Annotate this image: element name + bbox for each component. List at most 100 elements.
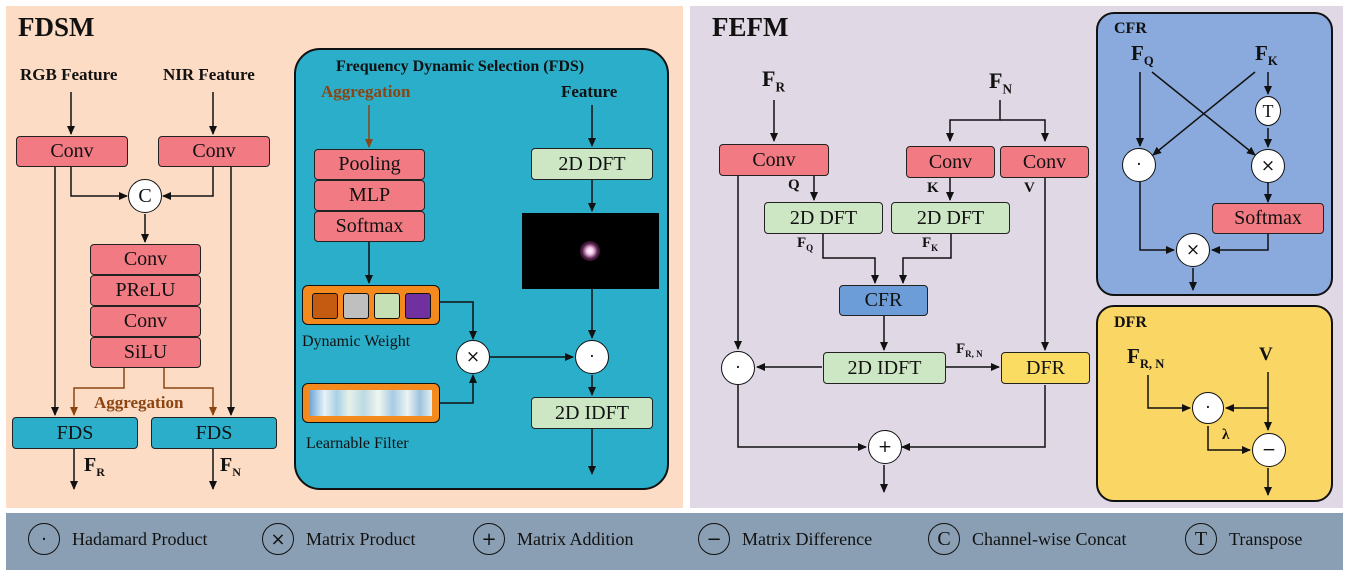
learnable-filter-box [302,383,440,423]
cfr-fk-sub: K [1267,54,1278,69]
cfr-fq-main: F [1131,41,1144,65]
q-label: Q [788,177,800,193]
legend-concat-label: Channel-wise Concat [972,528,1127,549]
fefm-hadamard-node: · [721,351,755,385]
fefm-fq-label: FQ [797,235,813,253]
fefm-cfr-block: CFR [839,285,928,316]
concat-node: C [128,179,162,213]
fefm-conv-v: Conv [1000,146,1089,178]
cfr-fq-sub: Q [1143,54,1154,69]
fefm-input-fn-sub: N [1002,81,1012,97]
frequency-spectrum-image [522,213,659,289]
fefm-frn-sub: R, N [965,349,983,359]
fefm-dft-q: 2D DFT [764,202,883,234]
fds-dft-block: 2D DFT [531,148,653,180]
dfr-frn-label: FR, N [1127,344,1164,372]
fefm-fk-label: FK [922,235,938,253]
fds-hadamard-node: · [575,340,609,374]
legend-hadamard: · Hadamard Product [28,523,207,555]
weight-cell-1 [312,293,338,319]
fdsm-output-fn-sub: N [232,465,241,479]
fefm-input-fr-sub: R [775,79,785,95]
mlp-block: MLP [314,180,425,211]
legend-matrix-addition-icon: + [473,523,505,555]
fdsm-output-fr-sub: R [96,465,105,479]
weight-cell-4 [405,293,431,319]
fds-aggregation-label: Aggregation [321,82,411,101]
legend-matrix-difference: − Matrix Difference [698,523,872,555]
fefm-title: FEFM [712,12,789,42]
legend-matrix-product-icon: × [262,523,294,555]
legend-matrix-addition-label: Matrix Addition [517,528,634,549]
fdsm-output-fr-main: F [84,454,97,476]
legend-matrix-product: × Matrix Product [262,523,416,555]
spectrum-glow [580,241,600,261]
legend-panel [6,513,1343,570]
fdsm-title: FDSM [18,12,95,42]
fefm-input-fn: FN [989,68,1012,97]
cfr-fq-label: FQ [1131,41,1154,69]
fefm-input-fr-main: F [762,66,776,91]
learnable-filter-image [310,390,432,416]
legend-concat: C Channel-wise Concat [928,523,1126,555]
dfr-lambda-label: λ [1222,427,1230,443]
fefm-fk-sub: K [931,243,939,253]
cfr-fk-label: FK [1255,41,1278,69]
dfr-frn-sub: R, N [1139,357,1165,372]
fusion-conv-block-1: Conv [90,244,201,275]
cfr-transpose-node: T [1255,96,1281,126]
cfr-softmax-block: Softmax [1212,203,1324,234]
fefm-frn-label: FR, N [956,341,983,359]
softmax-block: Softmax [314,211,425,242]
fds-matrix-product-node: × [456,340,490,374]
cfr-fk-main: F [1255,41,1268,65]
fdsm-aggregation-label: Aggregation [94,393,184,412]
prelu-block: PReLU [90,275,201,306]
fefm-dfr-block: DFR [1001,352,1090,384]
legend-matrix-difference-label: Matrix Difference [742,528,873,549]
fefm-idft-block: 2D IDFT [823,352,946,384]
fefm-fq-sub: Q [806,243,814,253]
legend-matrix-product-label: Matrix Product [306,528,416,549]
fefm-dft-k: 2D DFT [891,202,1010,234]
k-label: K [927,180,939,196]
fefm-frn-main: F [956,341,966,357]
cfr-matrix-product-node-1: × [1251,149,1285,183]
weight-cell-2 [343,293,369,319]
cfr-hadamard-node: · [1122,148,1156,182]
fdsm-output-fn-main: F [220,454,233,476]
silu-block: SiLU [90,337,201,368]
fdsm-output-fr: FR [84,454,105,480]
rgb-conv-block: Conv [16,136,128,167]
nir-feature-label: NIR Feature [163,65,255,84]
fefm-conv-q: Conv [719,144,829,176]
legend-transpose-icon: T [1185,523,1217,555]
weight-cell-3 [374,293,400,319]
legend-hadamard-label: Hadamard Product [72,528,208,549]
dynamic-weight-box [302,285,440,325]
dfr-hadamard-node: · [1192,392,1224,424]
nir-conv-block: Conv [158,136,270,167]
legend-hadamard-icon: · [28,523,60,555]
fds-title: Frequency Dynamic Selection (FDS) [336,58,585,75]
v-label: V [1024,180,1035,196]
fefm-fk-main: F [922,235,932,251]
fds-feature-label: Feature [561,82,618,101]
dfr-difference-node: − [1252,433,1286,467]
legend-top-border [0,510,1359,513]
cfr-matrix-product-node-2: × [1176,233,1210,267]
dynamic-weight-label: Dynamic Weight [302,333,411,350]
fefm-addition-node: + [868,430,902,464]
learnable-filter-label: Learnable Filter [306,435,409,452]
fds-idft-block: 2D IDFT [531,397,653,429]
legend-matrix-difference-icon: − [698,523,730,555]
legend-concat-icon: C [928,523,960,555]
cfr-title: CFR [1114,20,1147,37]
dfr-frn-main: F [1127,344,1140,368]
fdsm-output-fn: FN [220,454,241,480]
fefm-conv-k: Conv [906,146,995,178]
dfr-v-label: V [1259,344,1273,365]
fusion-conv-block-2: Conv [90,306,201,337]
legend-transpose: T Transpose [1185,523,1302,555]
